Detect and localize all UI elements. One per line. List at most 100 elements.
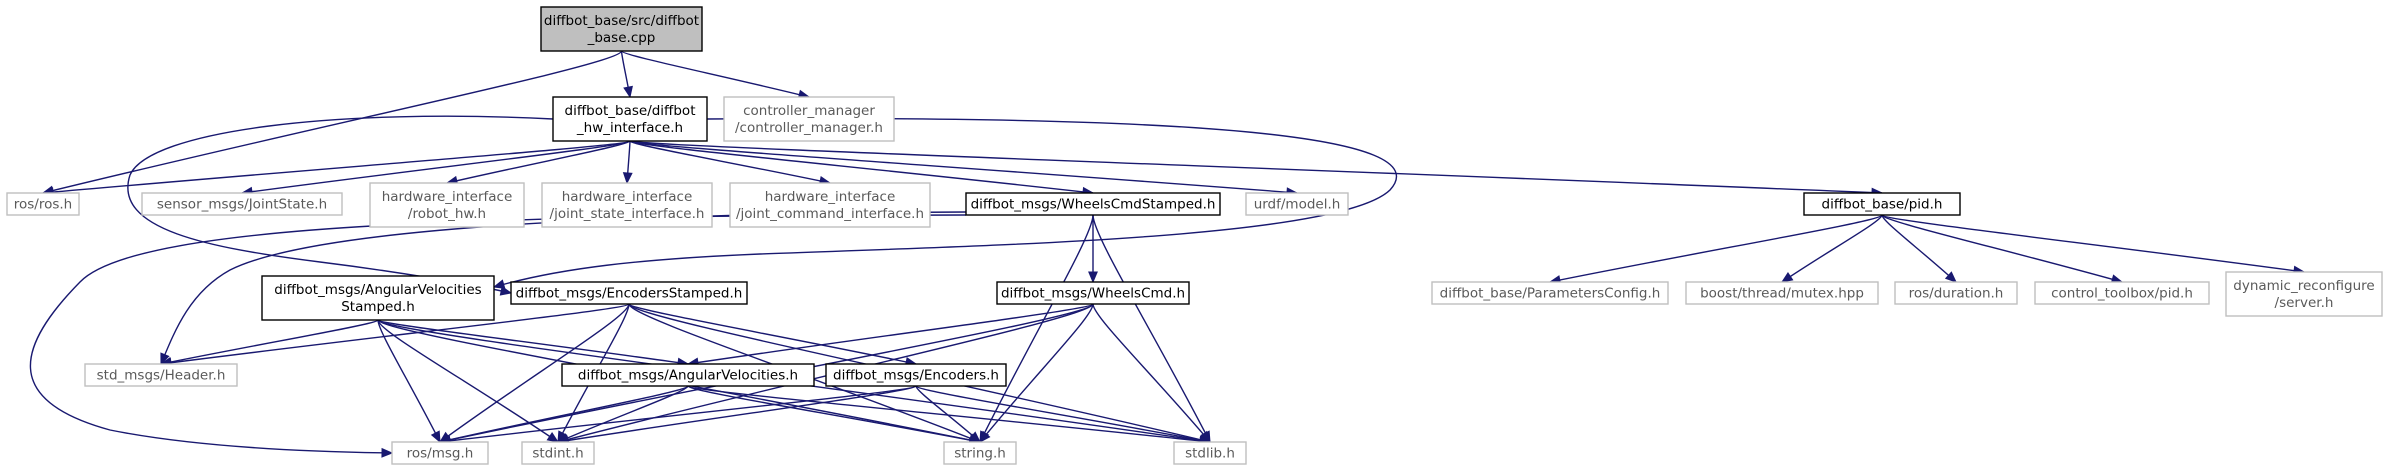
edge-line — [557, 303, 630, 443]
edge-line — [915, 385, 1211, 443]
edge-line — [439, 385, 917, 443]
node-label-line: diffbot_msgs/EncodersStamped.h — [516, 286, 743, 302]
edge-arrowhead — [160, 352, 170, 366]
edge-line — [439, 303, 630, 443]
edge-line — [979, 303, 1094, 443]
node-wc[interactable]: diffbot_msgs/WheelsCmd.h — [996, 281, 1190, 305]
node-av[interactable]: diffbot_msgs/AngularVelocities.h — [561, 363, 815, 387]
edge-line — [915, 385, 981, 443]
edge-arrowhead — [1088, 271, 1098, 284]
edges-layer — [29, 50, 2306, 458]
node-string: string.h — [943, 441, 1017, 465]
node-box — [541, 182, 713, 228]
node-label-line: _base.cpp — [587, 30, 656, 46]
node-label-line: hardware_interface — [765, 189, 896, 205]
node-label-line: urdf/model.h — [1254, 197, 1341, 213]
edge-line — [629, 140, 1883, 194]
edge-pid-to-dur — [1881, 214, 1957, 283]
edge-line — [377, 319, 689, 365]
edge-arrowhead — [968, 431, 981, 443]
edge-line — [160, 319, 379, 365]
edge-av-to-string — [687, 385, 982, 445]
node-label-line: diffbot_base/pid.h — [1822, 197, 1943, 213]
node-label-line: /server.h — [2275, 295, 2334, 311]
node-box — [561, 363, 815, 387]
node-msg: ros/msg.h — [391, 441, 489, 465]
node-es[interactable]: diffbot_msgs/EncodersStamped.h — [510, 281, 748, 305]
edge-line — [628, 303, 981, 443]
edge-arrowhead — [623, 85, 633, 99]
node-label-line: diffbot_base/diffbot — [565, 103, 696, 119]
node-label-line: /controller_manager.h — [735, 120, 883, 136]
node-label-line: dynamic_reconfigure — [2233, 278, 2374, 294]
node-label-line: diffbot_msgs/AngularVelocities.h — [578, 368, 798, 384]
edge-line — [1881, 214, 1957, 283]
node-box — [996, 281, 1190, 305]
node-urdf: urdf/model.h — [1245, 192, 1349, 216]
edge-arrowhead — [499, 285, 513, 296]
node-box — [1245, 192, 1349, 216]
edge-line — [629, 140, 1094, 194]
node-hw[interactable]: diffbot_base/diffbot_hw_interface.h — [552, 96, 708, 142]
node-box — [552, 96, 708, 142]
edge-line — [1092, 214, 1211, 443]
edge-wc-to-av — [686, 303, 1094, 368]
node-root[interactable]: diffbot_base/src/diffbot_base.cpp — [540, 6, 703, 52]
edge-line — [29, 214, 967, 454]
edge-arrowhead — [1780, 272, 1794, 283]
node-box — [1431, 281, 1669, 305]
edge-line — [160, 303, 630, 365]
node-stdint: stdint.h — [521, 441, 595, 465]
node-box — [84, 363, 238, 387]
node-label-line: diffbot_base/ParametersConfig.h — [1440, 286, 1661, 302]
node-stdlib: stdlib.h — [1173, 441, 1247, 465]
edge-line — [1092, 303, 1211, 443]
node-mutex: boost/thread/mutex.hpp — [1685, 281, 1879, 305]
edge-line — [628, 303, 1211, 443]
node-label-line: std_msgs/Header.h — [97, 368, 226, 384]
node-wcs[interactable]: diffbot_msgs/WheelsCmdStamped.h — [965, 192, 1221, 216]
edge-arrowhead — [430, 430, 441, 444]
node-pid[interactable]: diffbot_base/pid.h — [1803, 192, 1961, 216]
edge-line — [557, 385, 917, 443]
node-label-line: /joint_state_interface.h — [550, 206, 705, 222]
edge-line — [1549, 214, 1883, 283]
edge-arrowhead — [492, 279, 506, 289]
node-label-line: control_toolbox/pid.h — [2051, 286, 2193, 302]
edge-line — [439, 303, 1094, 443]
node-label-line: diffbot_msgs/Encoders.h — [833, 368, 999, 384]
edge-hw-to-avs — [492, 117, 1397, 289]
node-js: sensor_msgs/JointState.h — [141, 192, 343, 216]
node-label-line: boost/thread/mutex.hpp — [1700, 286, 1864, 302]
node-jsi: hardware_interface/joint_state_interface… — [541, 182, 713, 228]
node-jci: hardware_interface/joint_command_interfa… — [729, 182, 931, 228]
node-box — [825, 363, 1007, 387]
edge-line — [687, 385, 981, 443]
edge-line — [1881, 214, 2305, 273]
node-box — [1894, 281, 2018, 305]
edge-wcs-to-string — [979, 214, 1094, 444]
node-label-line: Stamped.h — [341, 299, 415, 315]
node-label-line: /robot_hw.h — [408, 206, 486, 222]
edge-enc-to-string — [915, 385, 981, 443]
edge-line — [629, 140, 831, 184]
edge-line — [446, 140, 631, 184]
edge-line — [241, 140, 631, 194]
node-box — [1685, 281, 1879, 305]
node-dur: ros/duration.h — [1894, 281, 2018, 305]
node-enc[interactable]: diffbot_msgs/Encoders.h — [825, 363, 1007, 387]
edge-es-to-enc — [628, 303, 918, 367]
edge-line — [628, 303, 917, 365]
edge-line — [1781, 214, 1883, 283]
node-box — [510, 281, 748, 305]
node-label-line: diffbot_base/src/diffbot — [544, 13, 699, 29]
node-label-line: diffbot_msgs/AngularVelocities — [274, 282, 481, 298]
node-box — [2034, 281, 2210, 305]
edge-line — [629, 140, 1298, 194]
edge-arrowhead — [381, 447, 394, 458]
edge-avs-to-stdint — [377, 319, 560, 443]
node-box — [723, 96, 895, 142]
edge-wc-to-string — [979, 303, 1094, 443]
edge-line — [42, 50, 623, 194]
